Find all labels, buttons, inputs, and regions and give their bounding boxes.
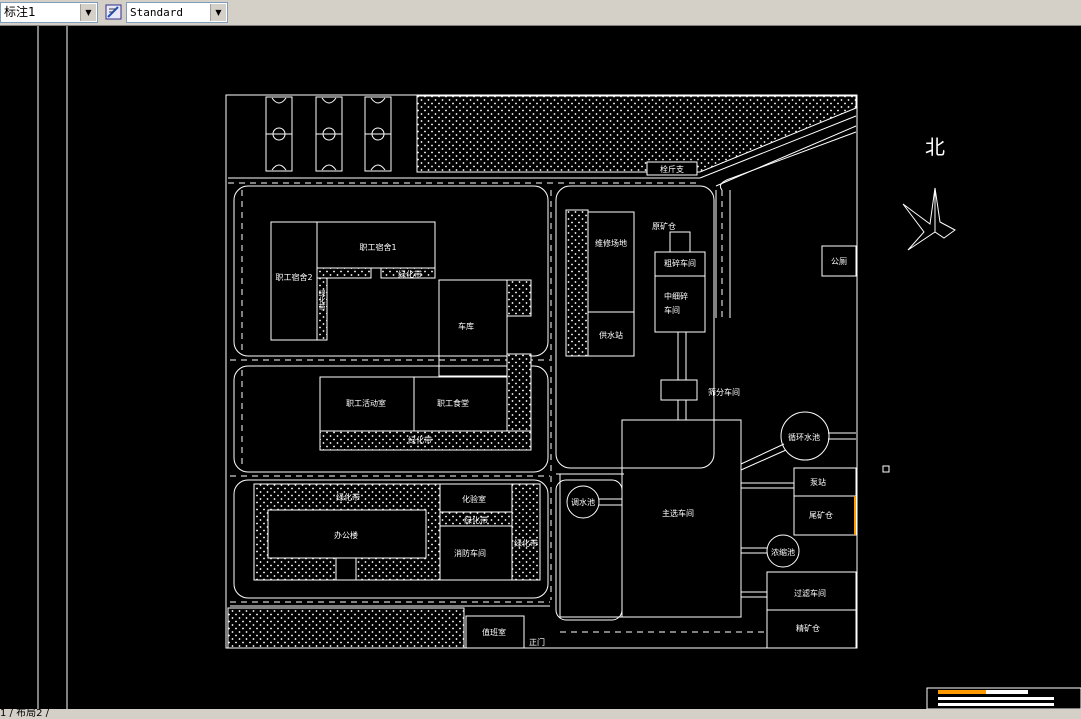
label-activity: 职工活动室 <box>346 398 386 408</box>
label-green-4: 绿化带 <box>464 515 488 525</box>
label-reg-pool: 调水池 <box>571 497 595 507</box>
label-water-station: 供水站 <box>599 330 623 340</box>
text-style-value: Standard <box>130 6 183 19</box>
label-green-2: 绿化带 <box>408 435 432 445</box>
label-repair-yard: 维修场地 <box>595 238 627 248</box>
label-dorm1: 职工宿舍1 <box>359 242 396 252</box>
label-filter: 过滤车间 <box>794 588 826 598</box>
basketball-courts <box>265 96 392 172</box>
svg-text:绿化带: 绿化带 <box>318 289 326 312</box>
drawing-canvas[interactable]: 栓斤支 原矿仓 维修场地 供水站 粗碎车间 中细碎 车间 筛分车间 公厕 职工宿… <box>0 26 1081 709</box>
label-dorm2: 职工宿舍2 <box>275 272 312 282</box>
layout-tabs[interactable]: 1 / 布局2 / <box>0 709 1081 719</box>
label-screening: 筛分车间 <box>708 387 740 397</box>
dropdown-arrow-icon[interactable]: ▼ <box>210 4 226 21</box>
styles-toolbar: 标注1 ▼ Standard ▼ <box>0 0 1081 26</box>
dimension-style-combo[interactable]: 标注1 ▼ <box>0 2 98 23</box>
north-arrow: 北 <box>902 135 956 251</box>
label-green-vertical: 绿化带 <box>318 289 326 312</box>
label-circ-pool: 循环水池 <box>788 432 820 442</box>
label-lab: 化验室 <box>462 494 486 504</box>
label-guard: 值班室 <box>482 627 506 637</box>
label-green-1: 绿化带 <box>398 269 422 279</box>
text-style-combo[interactable]: Standard ▼ <box>126 2 228 23</box>
label-mid-crush-1: 中细碎 <box>664 291 688 301</box>
grip-handle[interactable] <box>882 465 890 473</box>
label-gate: 正门 <box>529 637 545 647</box>
label-toilet: 公厕 <box>831 257 847 266</box>
label-green-3: 绿化带 <box>336 492 360 502</box>
label-green-5: 绿化带 <box>514 538 538 548</box>
label-garage: 车库 <box>458 321 474 331</box>
label-thickener: 浓缩池 <box>771 547 795 557</box>
label-tailings-bin: 尾矿仓 <box>809 510 833 520</box>
label-mid-crush-2: 车间 <box>664 305 680 315</box>
label-coarse-crush: 粗碎车间 <box>664 258 696 268</box>
label-office: 办公楼 <box>334 530 358 540</box>
label-canteen: 职工食堂 <box>437 398 469 408</box>
title-block <box>926 687 1081 709</box>
text-style-icon[interactable] <box>105 3 123 21</box>
viewport-border-lines <box>37 26 68 709</box>
label-pump-station: 泵站 <box>810 477 826 487</box>
site-plan-labels: 栓斤支 原矿仓 维修场地 供水站 粗碎车间 中细碎 车间 筛分车间 公厕 职工宿… <box>275 164 847 647</box>
north-label: 北 <box>925 135 945 159</box>
layout-tab-labels[interactable]: 1 / 布局2 / <box>0 709 49 719</box>
label-conc-bin: 精矿仓 <box>796 623 820 633</box>
label-fire: 消防车间 <box>454 548 486 558</box>
dimension-style-value: 标注1 <box>4 5 36 19</box>
site-plan <box>225 94 858 649</box>
label-main-plant: 主选车间 <box>662 508 694 518</box>
label-pump-room: 栓斤支 <box>660 164 684 174</box>
dropdown-arrow-icon[interactable]: ▼ <box>80 4 96 21</box>
label-raw-ore-bin: 原矿仓 <box>652 221 676 231</box>
